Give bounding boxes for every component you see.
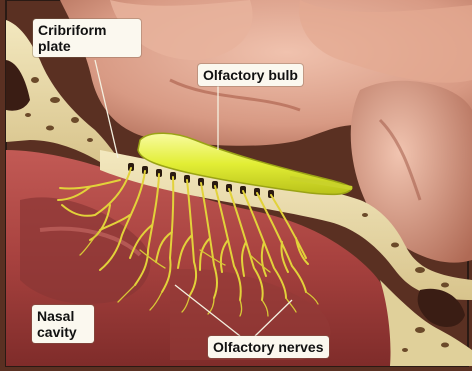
- label-nasal-cavity: Nasal cavity: [32, 305, 94, 343]
- label-cribriform-plate: Cribriform plate: [33, 19, 141, 57]
- label-olfactory-bulb: Olfactory bulb: [198, 64, 303, 86]
- label-olfactory-nerves: Olfactory nerves: [208, 336, 329, 358]
